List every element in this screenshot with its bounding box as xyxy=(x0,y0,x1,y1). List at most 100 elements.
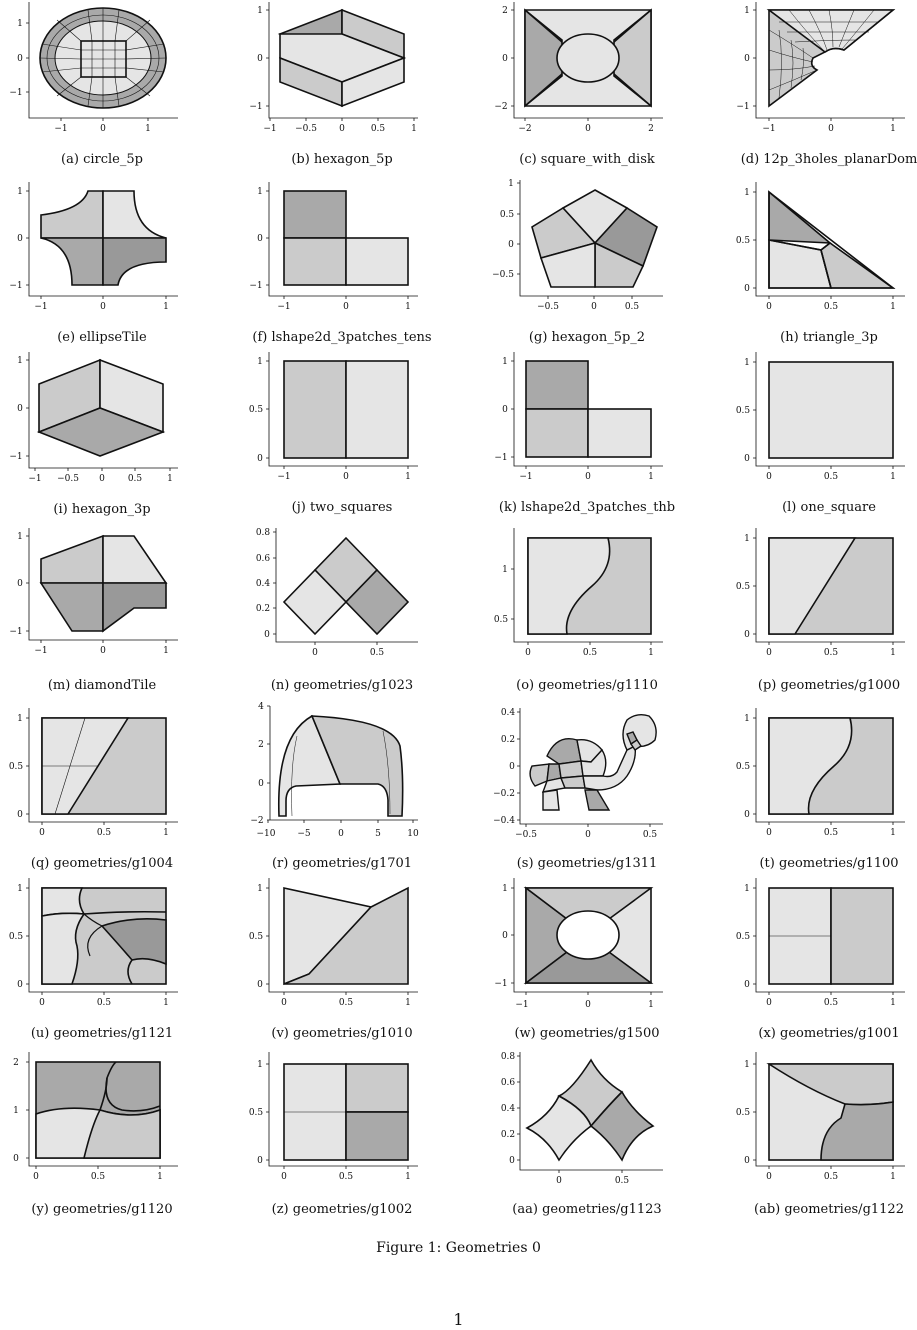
x-tick-label: 2 xyxy=(648,124,654,134)
y-tick-label: −1 xyxy=(736,102,749,112)
x-tick-label: 0 xyxy=(766,1172,772,1182)
x-tick-label: 0 xyxy=(99,474,105,484)
y-tick-label: 1 xyxy=(257,1060,263,1070)
y-tick-label: 0 xyxy=(744,980,750,990)
x-tick-label: −2 xyxy=(518,124,531,134)
y-tick-label: 1 xyxy=(17,532,23,542)
y-tick-label: −1 xyxy=(249,102,262,112)
x-tick-label: −1 xyxy=(277,472,290,482)
subfigure-caption: (e) ellipseTile xyxy=(57,330,147,345)
y-tick-label: 0 xyxy=(17,980,23,990)
subfigure-caption: (t) geometries/g1100 xyxy=(759,856,899,871)
y-tick-label: 0.2 xyxy=(501,735,515,745)
x-tick-label: 0 xyxy=(343,472,349,482)
y-tick-label: −1 xyxy=(9,627,22,637)
x-tick-label: 0.5 xyxy=(91,1172,106,1182)
subfigure-caption: (aa) geometries/g1123 xyxy=(512,1202,662,1217)
x-tick-label: 1 xyxy=(405,998,411,1008)
y-tick-label: 0.8 xyxy=(501,1052,516,1062)
y-tick-label: 0 xyxy=(744,284,750,294)
x-tick-label: −1 xyxy=(519,472,532,482)
axes xyxy=(517,180,663,299)
x-tick-label: 1 xyxy=(890,648,896,658)
y-tick-label: 0 xyxy=(257,234,263,244)
x-tick-label: 1 xyxy=(411,124,417,134)
y-tick-label: 0 xyxy=(744,454,750,464)
x-tick-label: 0 xyxy=(766,998,772,1008)
y-tick-label: −1 xyxy=(249,281,262,291)
y-tick-label: 2 xyxy=(258,740,264,750)
axes xyxy=(26,1052,178,1169)
y-tick-label: −0.4 xyxy=(493,816,515,826)
x-tick-label: 0 xyxy=(766,302,772,312)
y-tick-label: 0 xyxy=(744,1156,750,1166)
axes xyxy=(753,182,905,299)
patches xyxy=(39,534,168,633)
axes xyxy=(266,1052,418,1169)
y-tick-label: 1 xyxy=(744,534,750,544)
axes xyxy=(511,2,663,121)
mesh-lines xyxy=(768,9,879,99)
y-tick-label: 1 xyxy=(502,565,508,575)
y-tick-label: 1 xyxy=(744,358,750,368)
patches xyxy=(277,714,404,817)
x-tick-label: −1 xyxy=(762,124,775,134)
subfigure-caption: (m) diamondTile xyxy=(47,678,157,693)
y-tick-label: 0 xyxy=(257,980,263,990)
y-tick-label: 0.6 xyxy=(256,554,271,564)
y-tick-label: 0.5 xyxy=(9,932,24,942)
x-tick-label: 0 xyxy=(585,1000,591,1010)
x-tick-label: 0.5 xyxy=(824,648,839,658)
x-tick-label: 1 xyxy=(163,646,169,656)
x-tick-label: 0.5 xyxy=(371,124,386,134)
x-tick-label: 1 xyxy=(405,1172,411,1182)
y-tick-label: 0 xyxy=(264,630,270,640)
y-tick-label: 4 xyxy=(258,702,264,712)
patches xyxy=(283,190,409,286)
x-tick-label: −1 xyxy=(34,302,47,312)
patches xyxy=(527,537,652,635)
x-tick-label: 10 xyxy=(407,829,419,839)
patches xyxy=(41,887,167,985)
x-tick-label: 0.5 xyxy=(615,1176,630,1186)
axes xyxy=(753,352,905,469)
y-tick-label: 1 xyxy=(257,187,263,197)
x-tick-label: 0.5 xyxy=(339,998,354,1008)
axes xyxy=(26,708,178,825)
y-tick-label: 0.5 xyxy=(736,236,751,246)
subfigure-caption: (z) geometries/g1002 xyxy=(271,1202,413,1217)
y-tick-label: 0 xyxy=(17,810,23,820)
x-tick-label: 0 xyxy=(766,472,772,482)
x-tick-label: −1 xyxy=(34,646,47,656)
mesh-lines xyxy=(42,717,98,815)
subfigure-caption: (n) geometries/g1023 xyxy=(270,678,414,693)
subfigure-caption: (a) circle_5p xyxy=(61,152,143,167)
x-tick-label: 0.5 xyxy=(583,648,598,658)
x-tick-label: 0.5 xyxy=(370,648,385,658)
x-tick-label: 1 xyxy=(163,828,169,838)
patches xyxy=(531,189,658,288)
patches xyxy=(283,886,409,986)
axes xyxy=(26,182,178,299)
subfigure-caption: (j) two_squares xyxy=(291,500,393,515)
y-tick-label: −1 xyxy=(9,452,22,462)
y-tick-label: 0 xyxy=(13,1154,19,1164)
x-tick-label: 0.5 xyxy=(128,474,143,484)
patches xyxy=(524,8,652,108)
x-tick-label: 0.5 xyxy=(824,1172,839,1182)
x-tick-label: 1 xyxy=(163,998,169,1008)
